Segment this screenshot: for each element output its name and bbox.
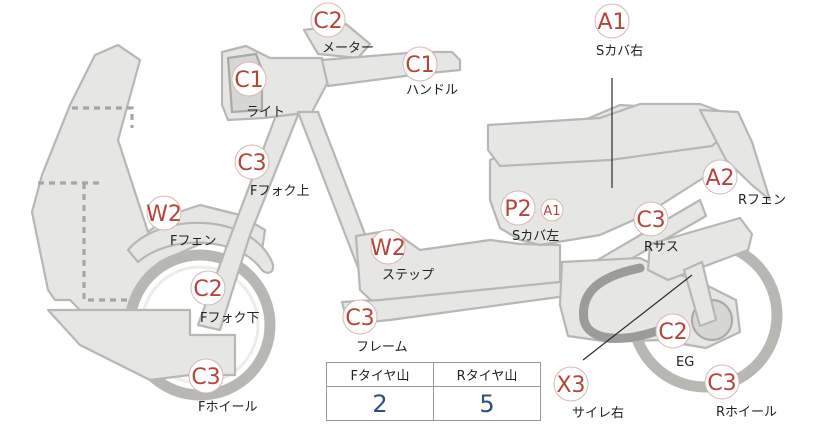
- light-label: ライト: [246, 105, 285, 120]
- r-suspension-code: C3: [636, 208, 665, 233]
- r-wheel-label: Rホイール: [716, 405, 777, 420]
- light-code: C1: [234, 68, 263, 93]
- label-handle: C1 ハンドル: [402, 46, 458, 98]
- rear-suspension: [646, 216, 754, 282]
- label-f-fork-lower: C2 Fフォク下: [190, 270, 259, 326]
- scooter-body: [30, 22, 783, 401]
- f-fender-label: Fフェン: [170, 234, 216, 249]
- label-r-fender: A2 Rフェン: [702, 159, 786, 208]
- label-meter: C2 メーター: [310, 2, 374, 56]
- rear-shock-rod: [682, 260, 718, 328]
- front-lower-panel: [46, 308, 237, 382]
- f-wheel-label: Fホイール: [198, 400, 257, 415]
- s-cover-left-code: P2: [504, 197, 531, 222]
- s-cover-right-code: A1: [597, 10, 626, 35]
- label-engine: C2 EG: [655, 313, 694, 370]
- engine-label: EG: [676, 355, 694, 370]
- leader-lines: [582, 78, 693, 361]
- leg-shield-seam: [38, 106, 134, 302]
- frame-label: フレーム: [356, 340, 408, 355]
- front-tread-header: Fタイヤ山: [326, 362, 434, 387]
- r-fender-label: Rフェン: [738, 193, 786, 208]
- leader-muffler: [582, 274, 693, 361]
- f-fork-lower-label: Fフォク下: [200, 311, 259, 326]
- r-fender-code: A2: [705, 166, 734, 191]
- meter-label: メーター: [322, 41, 374, 56]
- muffler-right-code: X3: [556, 373, 585, 398]
- engine-code: C2: [658, 320, 687, 345]
- f-fork-upper-code: C3: [237, 151, 266, 176]
- tread-header-row: Fタイヤ山 Rタイヤ山: [326, 362, 541, 387]
- label-f-wheel: C3 Fホイール: [188, 358, 257, 415]
- tail: [698, 108, 772, 202]
- step-code: W2: [370, 236, 406, 261]
- label-s-cover-left: P2 A1 Sカバ左: [500, 190, 564, 244]
- s-cover-right-label: Sカバ右: [596, 44, 643, 59]
- handle-code: C1: [405, 53, 434, 78]
- label-r-suspension: C3 Rサス: [633, 201, 679, 255]
- r-suspension-label: Rサス: [644, 240, 679, 255]
- label-muffler-right: X3 サイレ右: [553, 366, 624, 421]
- rear-tread-header: Rタイヤ山: [433, 362, 541, 387]
- f-fork-lower-code: C2: [193, 277, 222, 302]
- meter-code: C2: [313, 9, 342, 34]
- label-s-cover-right: A1 Sカバ右: [594, 3, 643, 59]
- f-fender-code: W2: [146, 202, 182, 227]
- muffler-right-label: サイレ右: [572, 406, 624, 421]
- handle-label: ハンドル: [406, 83, 458, 98]
- s-cover-left-code-2: A1: [543, 204, 560, 219]
- step-label: ステップ: [382, 268, 434, 283]
- inspection-labels: C2 メーター C1 ライト C1 ハンドル A1 Sカバ右 C3 Fフォク上 …: [146, 2, 786, 421]
- muffler-pipe: [579, 263, 665, 343]
- label-r-wheel: C3 Rホイール: [704, 364, 777, 420]
- tire-tread-table: Fタイヤ山 Rタイヤ山 2 5: [326, 362, 541, 421]
- label-f-fender: W2 Fフェン: [146, 195, 216, 249]
- front-tread-value: 2: [326, 386, 434, 421]
- rear-tread-value: 5: [433, 386, 541, 421]
- label-f-fork-upper: C3 Fフォク上: [234, 144, 309, 199]
- label-step: W2 ステップ: [370, 229, 434, 283]
- f-fork-upper-label: Fフォク上: [250, 184, 309, 199]
- s-cover-left-label: Sカバ左: [512, 229, 559, 244]
- f-wheel-code: C3: [191, 365, 220, 390]
- label-frame: C3 フレーム: [342, 299, 408, 355]
- label-light: C1 ライト: [231, 61, 285, 120]
- r-wheel-code: C3: [707, 371, 736, 396]
- frame-code: C3: [345, 306, 374, 331]
- tread-value-row: 2 5: [326, 386, 541, 421]
